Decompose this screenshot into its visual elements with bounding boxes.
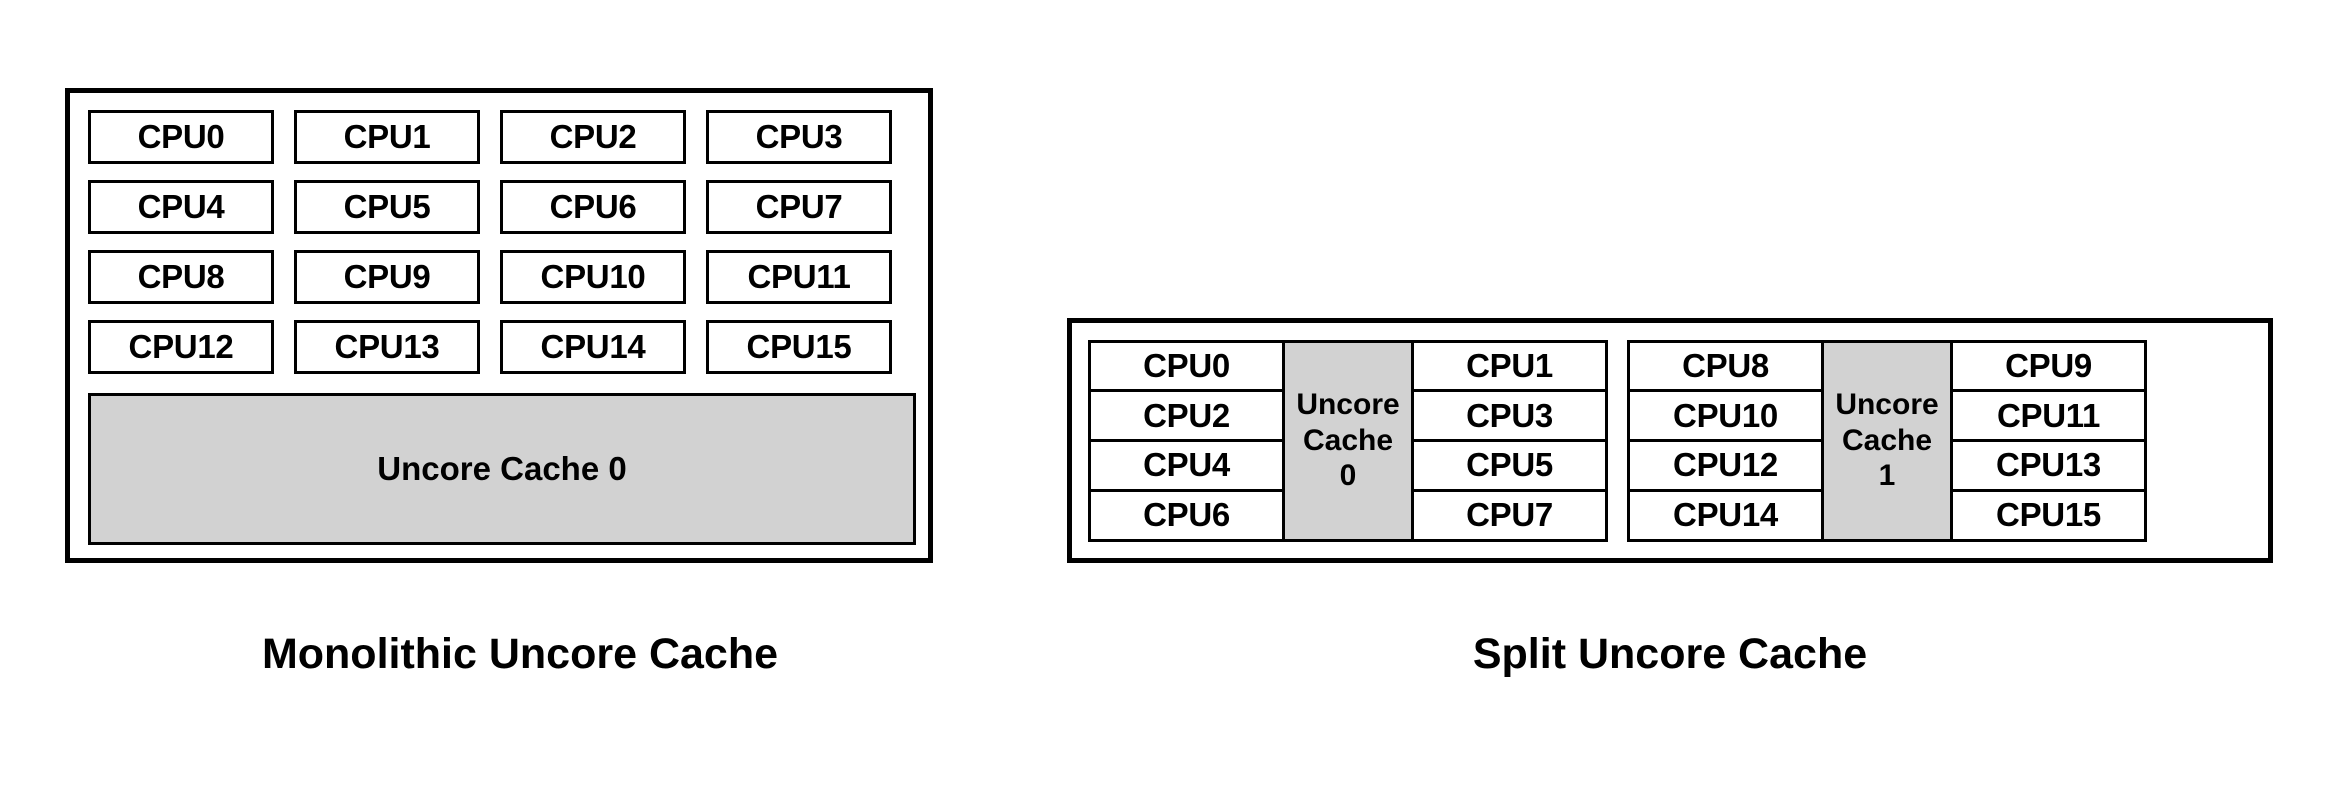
- cpu-box: CPU3: [706, 110, 892, 164]
- monolithic-uncore-diagram: CPU0 CPU1 CPU2 CPU3 CPU4 CPU5 CPU6 CPU7 …: [65, 88, 933, 563]
- monolithic-diagram-caption: Monolithic Uncore Cache: [261, 630, 779, 678]
- cpu-box: CPU5: [294, 180, 480, 234]
- cpu-column-left: CPU8 CPU10 CPU12 CPU14: [1630, 342, 1821, 539]
- monolithic-cpu-grid: CPU0 CPU1 CPU2 CPU3 CPU4 CPU5 CPU6 CPU7 …: [88, 110, 916, 374]
- cpu-box: CPU15: [1953, 491, 2144, 539]
- cpu-box: CPU11: [706, 250, 892, 304]
- uncore-cache-label-line2: Cache: [1302, 423, 1394, 457]
- cpu-box: CPU3: [1414, 392, 1605, 442]
- cpu-column-left: CPU0 CPU2 CPU4 CPU6: [1091, 342, 1282, 539]
- uncore-cache-label-line3: 0: [1339, 459, 1357, 493]
- cpu-column-right: CPU9 CPU11 CPU13 CPU15: [1953, 342, 2144, 539]
- split-uncore-diagram: CPU0 CPU2 CPU4 CPU6 Uncore Cache 0 CPU1 …: [1067, 318, 2273, 563]
- cpu-box: CPU12: [88, 320, 274, 374]
- cpu-box: CPU6: [1091, 491, 1282, 539]
- cpu-box: CPU12: [1630, 442, 1821, 492]
- cpu-box: CPU1: [294, 110, 480, 164]
- cpu-column-right: CPU1 CPU3 CPU5 CPU7: [1414, 342, 1605, 539]
- cpu-box: CPU4: [1091, 442, 1282, 492]
- cpu-box: CPU0: [88, 110, 274, 164]
- cpu-box: CPU7: [706, 180, 892, 234]
- cpu-box: CPU14: [500, 320, 686, 374]
- cpu-box: CPU2: [500, 110, 686, 164]
- cpu-box: CPU4: [88, 180, 274, 234]
- split-cluster-0: CPU0 CPU2 CPU4 CPU6 Uncore Cache 0 CPU1 …: [1088, 339, 1608, 542]
- cpu-box: CPU6: [500, 180, 686, 234]
- cpu-box: CPU10: [1630, 392, 1821, 442]
- uncore-cache-label-line3: 1: [1878, 459, 1896, 493]
- cpu-box: CPU1: [1414, 342, 1605, 393]
- uncore-cache-block: Uncore Cache 0: [88, 393, 916, 545]
- cpu-box: CPU2: [1091, 392, 1282, 442]
- uncore-cache-label-line1: Uncore: [1296, 388, 1400, 422]
- cpu-box: CPU13: [1953, 442, 2144, 492]
- uncore-cache-label-line2: Cache: [1841, 423, 1933, 457]
- cpu-box: CPU8: [1630, 342, 1821, 393]
- cpu-box: CPU0: [1091, 342, 1282, 393]
- cpu-box: CPU8: [88, 250, 274, 304]
- cpu-box: CPU9: [294, 250, 480, 304]
- uncore-cache-block: Uncore Cache 0: [1282, 342, 1414, 539]
- cpu-box: CPU9: [1953, 342, 2144, 393]
- cpu-box: CPU7: [1414, 491, 1605, 539]
- split-diagram-caption: Split Uncore Cache: [1472, 630, 1868, 678]
- cpu-box: CPU11: [1953, 392, 2144, 442]
- uncore-cache-label-line1: Uncore: [1835, 388, 1939, 422]
- cpu-box: CPU13: [294, 320, 480, 374]
- cpu-box: CPU5: [1414, 442, 1605, 492]
- split-cluster-1: CPU8 CPU10 CPU12 CPU14 Uncore Cache 1 CP…: [1627, 339, 2147, 542]
- cpu-box: CPU15: [706, 320, 892, 374]
- cpu-box: CPU14: [1630, 491, 1821, 539]
- uncore-cache-block: Uncore Cache 1: [1821, 342, 1953, 539]
- cpu-box: CPU10: [500, 250, 686, 304]
